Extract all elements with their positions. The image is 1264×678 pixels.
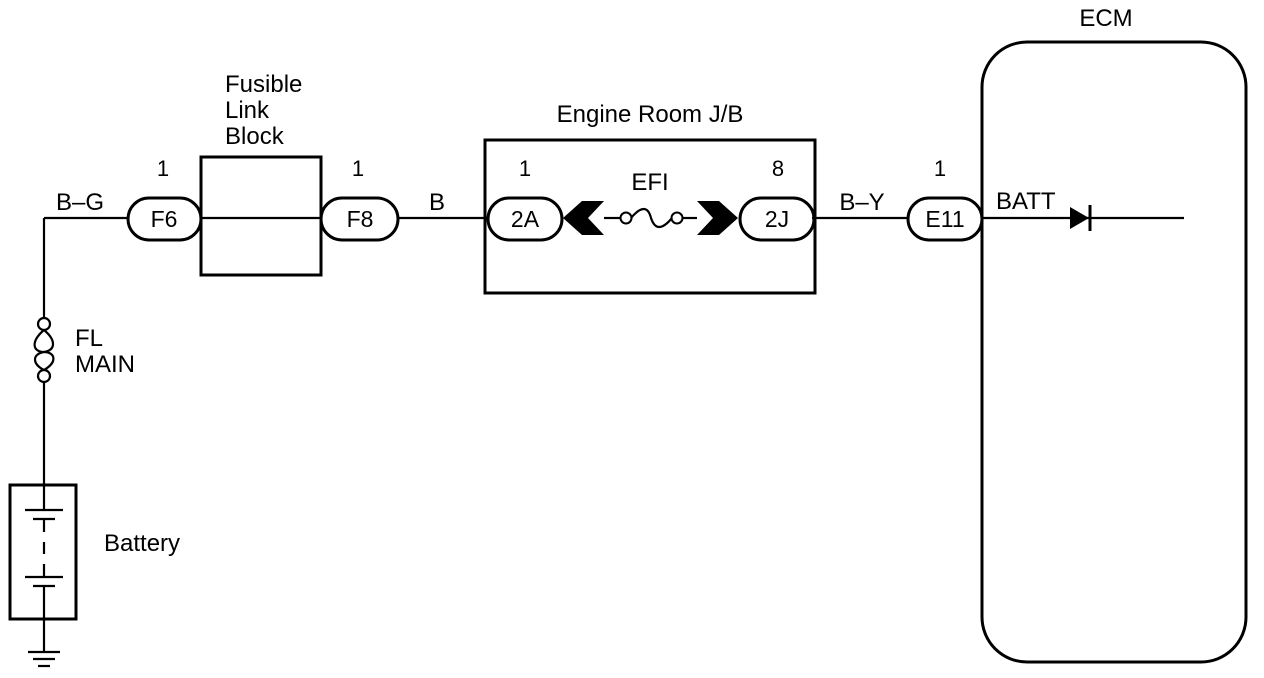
engine-room-jb-label: Engine Room J/B (557, 101, 744, 128)
efi-label: EFI (631, 169, 668, 196)
battery-label: Battery (104, 530, 180, 557)
fusible-link-block-label-2: Link (225, 97, 270, 124)
wire-label-b: B (429, 189, 445, 216)
connector-2a-pin: 1 (519, 156, 531, 181)
connector-f8 (319, 196, 400, 242)
wire-label-b-g: B–G (56, 189, 104, 216)
connector-f8-label: F8 (347, 206, 374, 232)
connector-f6-label: F6 (151, 206, 178, 232)
fl-main-label-1: FL (75, 325, 103, 352)
connector-2a (486, 196, 564, 242)
fuse-icon (619, 207, 684, 229)
connector-f8-pin: 1 (352, 156, 364, 181)
fl-main-label-2: MAIN (75, 351, 135, 378)
connector-2j-label: 2J (765, 206, 789, 232)
connector-2j (738, 196, 816, 242)
ecm-label: ECM (1079, 5, 1132, 32)
connector-f6 (126, 196, 203, 242)
ground-icon (28, 650, 60, 668)
fl-main-fuse-icon (33, 316, 55, 384)
connector-2a-label: 2A (511, 206, 540, 232)
ecm-box (980, 40, 1248, 664)
diode-icon (1070, 205, 1092, 231)
connector-e11-label: E11 (925, 206, 964, 232)
batt-label: BATT (996, 188, 1056, 215)
wire-label-b-y: B–Y (839, 189, 884, 216)
connector-2j-pin: 8 (772, 156, 784, 181)
right-chevron-icon (697, 201, 738, 235)
left-chevron-icon (563, 201, 604, 235)
fusible-link-block-label-3: Block (225, 123, 285, 150)
fusible-link-block (199, 155, 323, 277)
connector-e11-pin: 1 (934, 156, 946, 181)
connector-e11 (906, 196, 984, 242)
battery-icon (25, 485, 63, 619)
connector-f6-pin: 1 (157, 156, 169, 181)
fusible-link-block-label-1: Fusible (225, 71, 302, 98)
